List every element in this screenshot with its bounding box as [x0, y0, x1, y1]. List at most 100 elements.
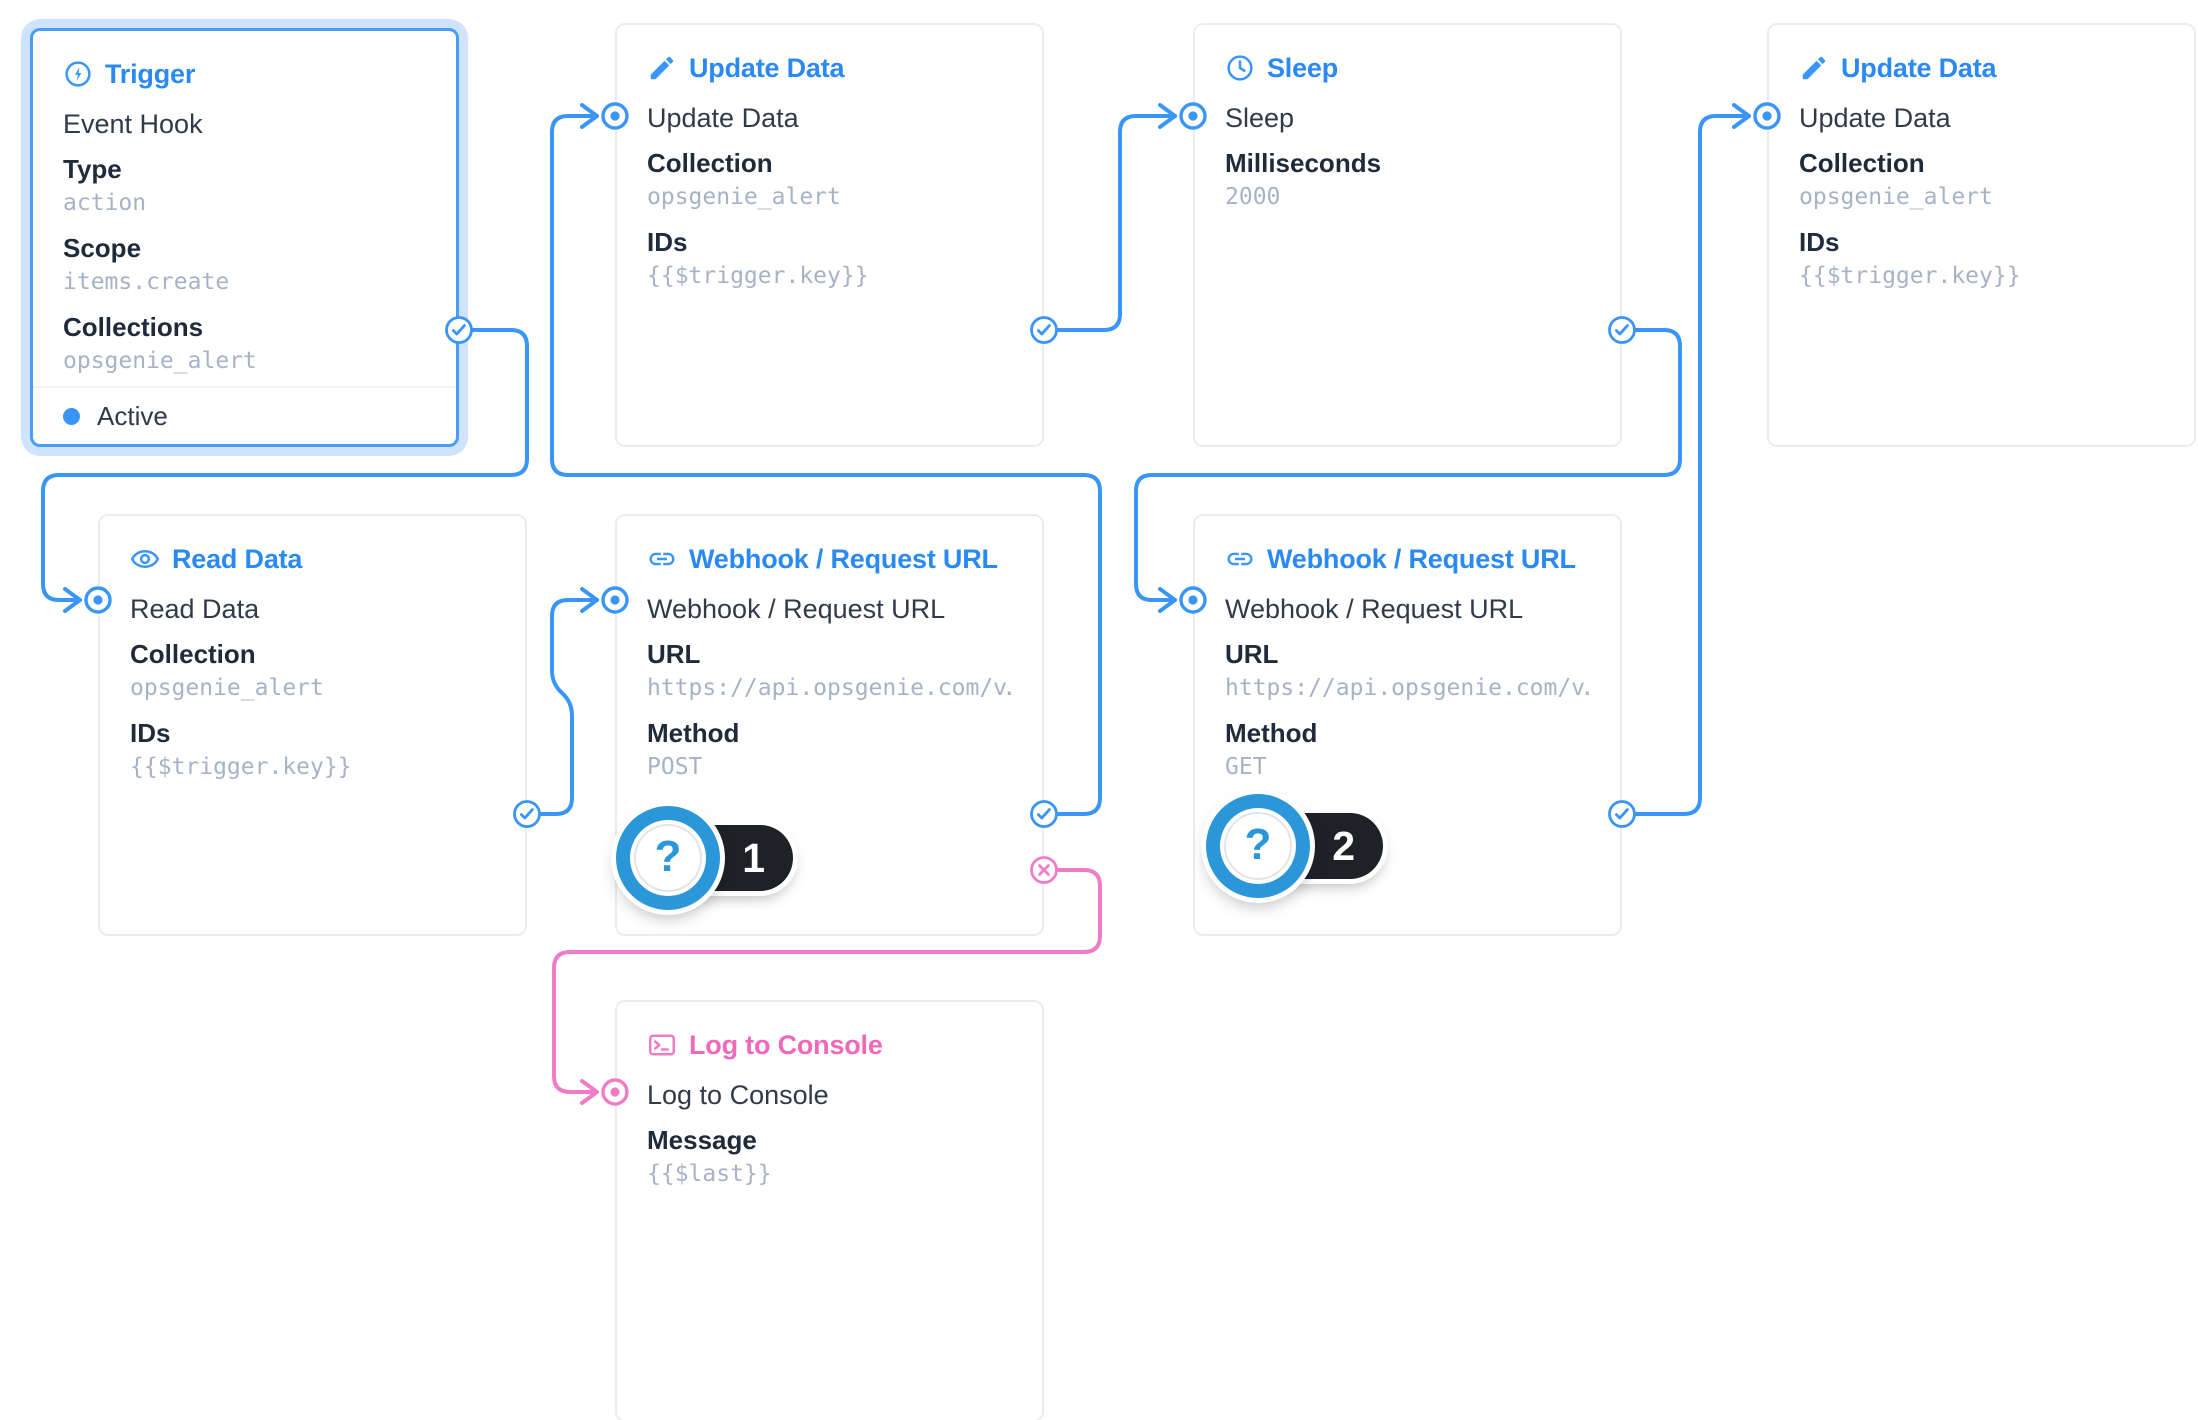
status-dot-icon	[63, 407, 80, 425]
question-mark-icon[interactable]: ?	[1206, 794, 1310, 898]
resolve-connector-update-data-1[interactable]	[1028, 314, 1060, 346]
node-field: Method POST	[647, 716, 1012, 784]
node-header: Webhook / Request URL	[1225, 542, 1590, 576]
edge-webhook-get-resolve-to-update-data-2	[1620, 103, 1751, 816]
clock-icon	[1225, 53, 1255, 83]
field-value: opsgenie_alert	[130, 675, 324, 701]
node-header: Log to Console	[647, 1028, 1012, 1062]
field-label: URL	[1225, 639, 1279, 669]
flow-node-read-data[interactable]: Read Data Read Data Collection opsgenie_…	[98, 514, 527, 936]
node-header: Sleep	[1225, 51, 1590, 85]
node-field: Collections opsgenie_alert	[63, 310, 426, 378]
node-field: Collection opsgenie_alert	[647, 146, 1012, 214]
edge-update-data-1-resolve-to-sleep	[1042, 103, 1177, 332]
field-value: opsgenie_alert	[647, 184, 841, 210]
node-fields: URL https://api.opsgenie.com/v… Method G…	[1225, 637, 1590, 784]
resolve-connector-read-data[interactable]	[511, 798, 543, 830]
node-header: Webhook / Request URL	[647, 542, 1012, 576]
field-label: Collection	[130, 639, 256, 669]
flow-node-update-data-2[interactable]: Update Data Update Data Collection opsge…	[1767, 23, 2196, 447]
step-badge-number: 1	[742, 834, 765, 881]
field-label: Type	[63, 154, 122, 184]
link-icon	[1225, 544, 1255, 574]
node-subtitle: Update Data	[1799, 103, 1951, 133]
field-label: IDs	[647, 227, 688, 257]
resolve-connector-webhook-get[interactable]	[1606, 798, 1638, 830]
node-subtitle: Read Data	[130, 594, 260, 624]
field-value: {{$trigger.key}}	[647, 263, 869, 289]
edge-arrowhead-icon	[1732, 103, 1751, 129]
node-fields: Message {{$last}}	[647, 1123, 1012, 1191]
field-label: Collections	[63, 312, 204, 342]
node-field: Collection opsgenie_alert	[130, 637, 495, 705]
resolve-connector-trigger[interactable]	[443, 314, 475, 346]
flow-node-trigger[interactable]: Trigger Event Hook Type action Scope ite…	[30, 28, 459, 447]
node-fields: URL https://api.opsgenie.com/v… Method P…	[647, 637, 1012, 784]
node-title: Update Data	[689, 52, 845, 83]
pencil-icon	[647, 53, 677, 83]
node-field: URL https://api.opsgenie.com/v…	[647, 637, 1012, 705]
node-fields: Collection opsgenie_alert IDs {{$trigger…	[647, 146, 1012, 293]
node-field: Milliseconds 2000	[1225, 146, 1590, 214]
edge-arrowhead-icon	[63, 587, 82, 613]
node-header: Read Data	[130, 542, 495, 576]
edge-trigger-resolve-to-read-data	[41, 328, 529, 613]
node-fields: Collection opsgenie_alert IDs {{$trigger…	[1799, 146, 2164, 293]
node-subtitle: Update Data	[647, 103, 799, 133]
reject-connector-webhook-post[interactable]	[1028, 854, 1060, 886]
node-title: Log to Console	[689, 1029, 883, 1060]
node-field: Message {{$last}}	[647, 1123, 1012, 1191]
bolt-circle-icon	[63, 59, 93, 89]
input-connector-log-to-console[interactable]	[599, 1076, 631, 1108]
field-label: Collection	[1799, 148, 1925, 178]
input-connector-update-data-2[interactable]	[1751, 100, 1783, 132]
node-title: Read Data	[172, 543, 303, 574]
link-icon	[647, 544, 677, 574]
flow-node-sleep[interactable]: Sleep Sleep Milliseconds 2000	[1193, 23, 1622, 447]
node-subtitle: Webhook / Request URL	[647, 594, 946, 624]
input-connector-update-data-1[interactable]	[599, 100, 631, 132]
edge-webhook-post-reject-to-log-to-console	[552, 868, 1102, 1105]
field-label: URL	[647, 639, 701, 669]
field-label: Message	[647, 1125, 757, 1155]
edge-read-data-resolve-to-webhook-post	[525, 587, 599, 816]
resolve-connector-sleep[interactable]	[1606, 314, 1638, 346]
input-connector-sleep[interactable]	[1177, 100, 1209, 132]
node-field: Scope items.create	[63, 231, 426, 299]
field-value: POST	[647, 754, 703, 780]
node-title: Sleep	[1267, 52, 1339, 83]
node-title: Trigger	[105, 58, 196, 89]
node-subtitle: Sleep	[1225, 103, 1295, 133]
node-header: Update Data	[1799, 51, 2164, 85]
input-connector-webhook-post[interactable]	[599, 584, 631, 616]
node-subtitle: Log to Console	[647, 1080, 829, 1110]
edge-arrowhead-icon	[1158, 103, 1177, 129]
input-connector-read-data[interactable]	[82, 584, 114, 616]
question-mark-icon[interactable]: ?	[616, 806, 720, 910]
input-connector-webhook-get[interactable]	[1177, 584, 1209, 616]
node-field: IDs {{$trigger.key}}	[647, 225, 1012, 293]
node-fields: Collection opsgenie_alert IDs {{$trigger…	[130, 637, 495, 784]
node-field: Collection opsgenie_alert	[1799, 146, 2164, 214]
field-value: opsgenie_alert	[63, 348, 257, 374]
field-value: {{$trigger.key}}	[130, 754, 352, 780]
field-label: IDs	[130, 718, 171, 748]
node-field: URL https://api.opsgenie.com/v…	[1225, 637, 1590, 705]
status-label: Active	[97, 400, 168, 431]
step-badge-number: 2	[1332, 822, 1355, 869]
field-label: Scope	[63, 233, 142, 263]
flow-node-log-to-console[interactable]: Log to Console Log to Console Message {{…	[615, 1000, 1044, 1420]
field-value: {{$trigger.key}}	[1799, 263, 2021, 289]
field-value: GET	[1225, 754, 1267, 780]
field-label: IDs	[1799, 227, 1840, 257]
edge-arrowhead-icon	[580, 1079, 599, 1105]
resolve-connector-webhook-post[interactable]	[1028, 798, 1060, 830]
flow-node-update-data-1[interactable]: Update Data Update Data Collection opsge…	[615, 23, 1044, 447]
field-label: Method	[1225, 718, 1318, 748]
node-header: Trigger	[63, 57, 426, 91]
edge-webhook-post-resolve-to-update-data-1	[550, 103, 1102, 816]
eye-icon	[130, 544, 160, 574]
terminal-icon	[647, 1030, 677, 1060]
